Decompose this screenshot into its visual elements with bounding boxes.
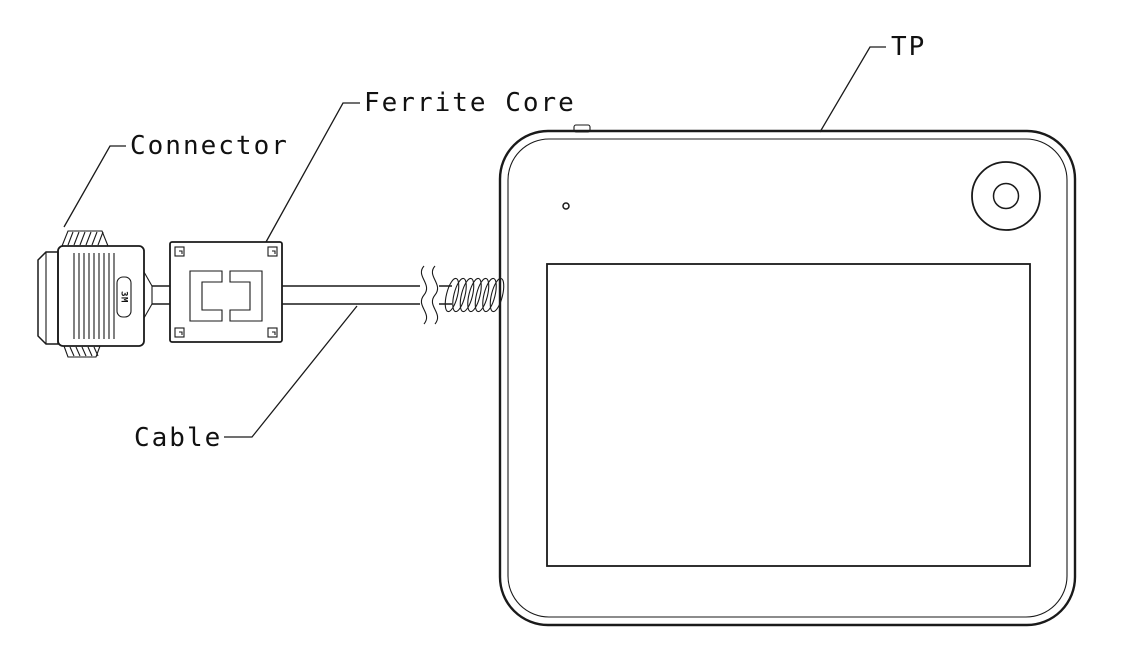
connector-bottom-latch	[63, 345, 101, 358]
connector-top-latch	[61, 230, 109, 247]
connector-taper-top	[143, 271, 153, 287]
ferrite-corner-hole	[267, 246, 278, 257]
tp-outer-body	[498, 129, 1077, 627]
cable-break-symbol-left	[420, 265, 428, 325]
cable-label: Cable	[134, 423, 222, 453]
ferrite-corner-mark	[272, 250, 276, 254]
connector-leader-line	[63, 145, 126, 228]
tp-camera-outer-circle	[971, 161, 1041, 231]
connector-bottom-latch-hatch	[69, 346, 99, 357]
connector-face-plate	[37, 251, 59, 345]
annotation-labels: TP Ferrite Core Connector Cable	[130, 32, 926, 453]
tp-camera-inner-circle	[992, 182, 1020, 210]
ferrite-corner-hole	[267, 327, 278, 338]
ferrite-corner-hole	[174, 246, 185, 257]
tp-screen	[546, 263, 1031, 567]
coil-ring	[482, 277, 497, 313]
ferrite-corner-mark	[179, 331, 183, 335]
connector-grip-ribs	[73, 253, 115, 339]
ferrite-core-body	[169, 241, 283, 343]
cable-strain-relief-coil	[444, 277, 505, 313]
coil-ring	[452, 277, 467, 313]
connector-brand-text: 3M	[119, 291, 129, 303]
ferrite-core	[169, 241, 283, 343]
coil-ring	[467, 277, 482, 313]
tp-device	[498, 124, 1077, 627]
connector-body	[57, 245, 145, 347]
tp-label: TP	[891, 32, 926, 62]
coil-ring	[444, 277, 460, 313]
ferrite-corner-mark	[272, 331, 276, 335]
leader-lines	[63, 46, 886, 438]
connector-taper-bottom	[143, 303, 153, 319]
ferrite-clip-right	[229, 270, 263, 322]
coil-ring	[474, 277, 490, 313]
ferrite-core-label: Ferrite Core	[364, 88, 576, 118]
cable	[151, 265, 505, 325]
ferrite-corner-mark	[179, 250, 183, 254]
cable-leader-line	[224, 305, 358, 438]
connector: 3M	[37, 230, 153, 358]
coil-ring	[489, 277, 505, 313]
tp-leader-line	[819, 46, 886, 133]
ferrite-clip-left	[189, 270, 223, 322]
cable-break-symbol-right	[431, 265, 439, 325]
connector-label: Connector	[130, 131, 289, 161]
ferrite-corner-hole	[174, 327, 185, 338]
connector-brand-capsule	[116, 276, 132, 318]
connector-top-latch-hatch	[67, 231, 104, 246]
tp-led-dot	[562, 202, 570, 210]
coil-ring	[459, 277, 475, 313]
tp-inner-body-line	[507, 138, 1068, 618]
ferrite-core-leader-line	[265, 102, 360, 243]
